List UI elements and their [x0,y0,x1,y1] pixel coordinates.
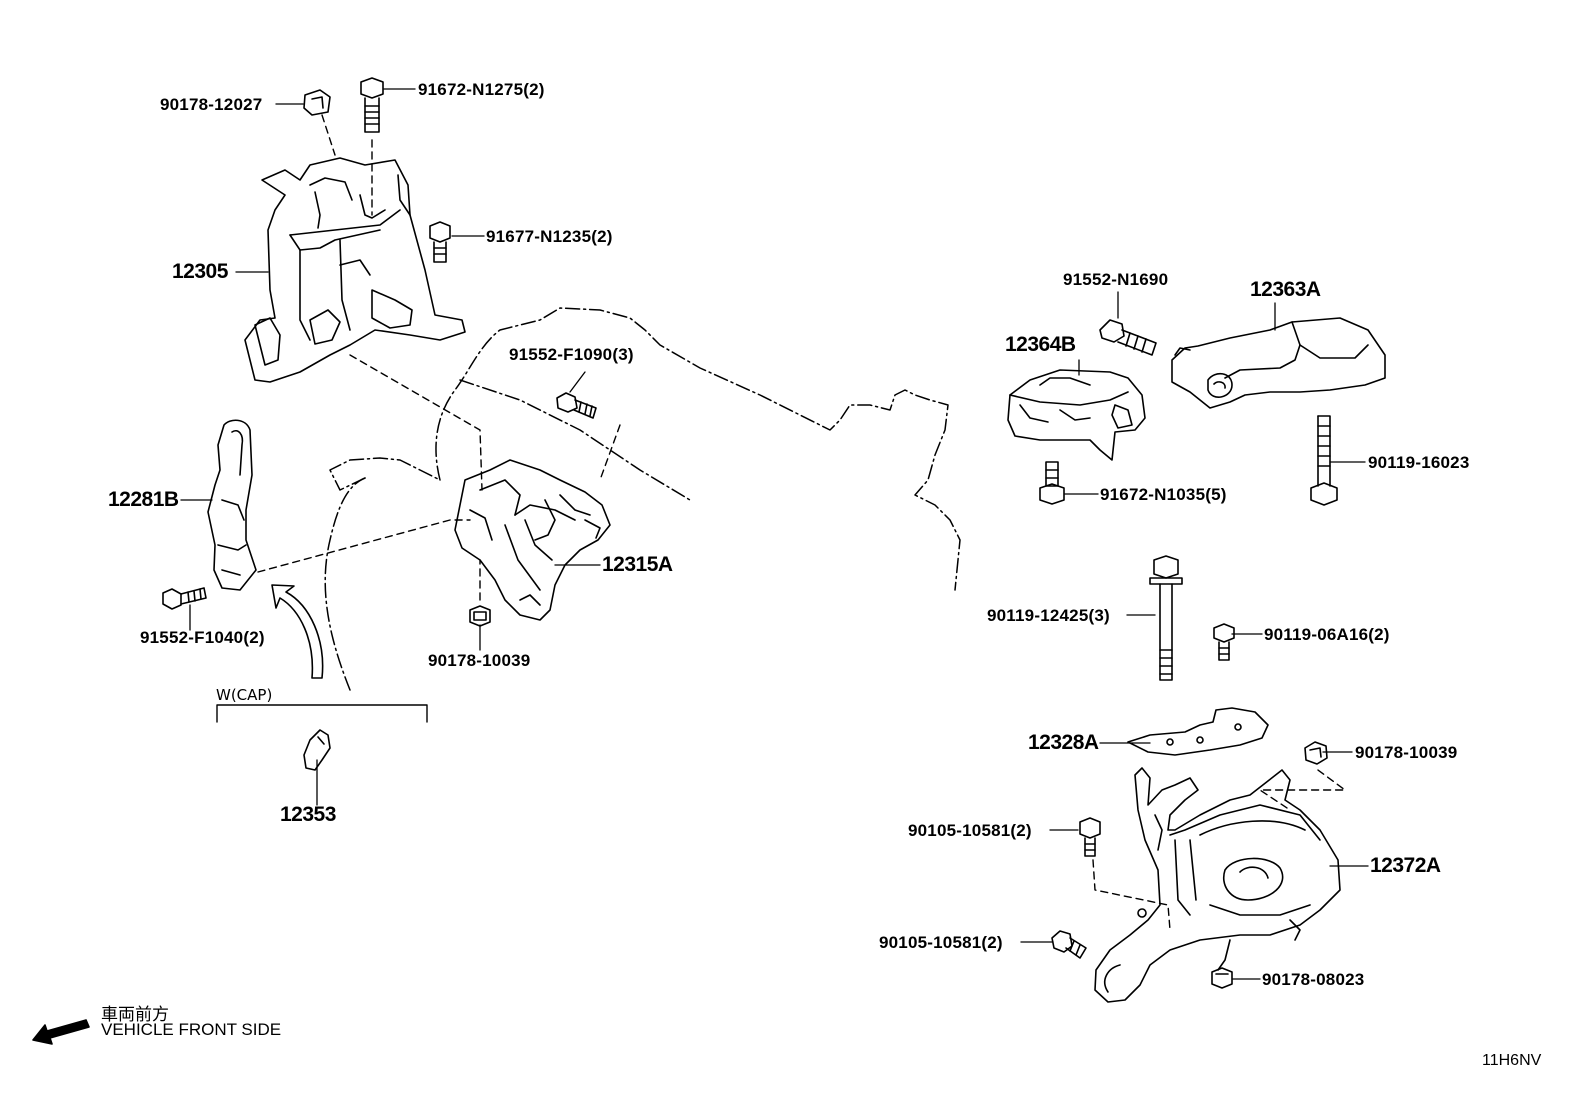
bolt-91552-F1040 [162,587,207,610]
part-label: 12372A [1370,854,1441,877]
bolt-90105-10581-a [1079,817,1101,857]
part-label: 90178-08023 [1262,970,1365,989]
engine-outline [324,307,961,691]
part-label: 12364B [1005,333,1076,356]
front-side-japanese: 車両前方 [101,1005,169,1024]
bolt-91672-N1275 [360,77,384,133]
part-label: 90178-12027 [160,95,263,114]
nut-90178-12027 [303,89,331,116]
torque-rod-12363A [1171,317,1386,409]
part-label: 12315A [602,553,673,576]
nut-90178-10039-right [1304,741,1328,765]
nut-90178-10039-left [469,605,491,627]
part-label: 90119-12425(3) [987,606,1110,625]
part-label: 91552-F1040(2) [140,628,265,647]
direction-arrow [271,584,324,679]
bolt-91672-N1035 [1039,461,1065,505]
part-label: 12305 [172,260,228,283]
part-label: 90119-06A16(2) [1264,625,1390,644]
wcap-bracket [216,704,428,723]
part-label: 12363A [1250,278,1321,301]
front-arrow-icon [32,1019,90,1045]
cap-12353 [303,729,331,771]
diagram-id: 11H6NV [1482,1052,1542,1069]
part-label: 91672-N1275(2) [418,80,545,99]
bolt-90105-10581-b [1051,930,1087,959]
wcap-label: W(CAP) [216,686,273,704]
part-label: 90178-10039 [1355,743,1458,762]
part-label: 91677-N1235(2) [486,227,613,246]
assembly-lines [257,114,1346,931]
plate-12328A [1127,707,1269,756]
front-side-english: VEHICLE FRONT SIDE [101,1020,282,1039]
leader-lines [180,88,1369,980]
hook-bracket-12281B [207,419,257,591]
bolt-91552-N1690 [1099,319,1157,356]
bolt-90119-12425 [1149,555,1183,681]
engine-mount-bracket-12315A [454,459,611,621]
engine-mount-bracket-12305 [244,157,466,383]
part-label: 90178-10039 [428,651,531,670]
part-label: 91552-F1090(3) [509,345,634,364]
bolt-91677-N1235 [429,221,451,263]
bolt-90119-06A16 [1213,623,1235,661]
part-label: 12353 [280,803,336,826]
part-label: 90119-16023 [1368,453,1470,472]
mount-bracket-12372A [1094,767,1341,1003]
part-label: 12281B [108,488,179,511]
nut-90178-08023 [1211,967,1233,989]
mount-insulator-12364B [1007,369,1146,461]
part-label: 90105-10581(2) [879,933,1003,952]
part-label: 90105-10581(2) [908,821,1032,840]
part-label: 12328A [1028,731,1099,754]
part-label: 91672-N1035(5) [1100,485,1227,504]
bolt-90119-16023 [1310,415,1338,506]
bolt-91552-F1090 [556,392,597,419]
part-label: 91552-N1690 [1063,270,1169,289]
